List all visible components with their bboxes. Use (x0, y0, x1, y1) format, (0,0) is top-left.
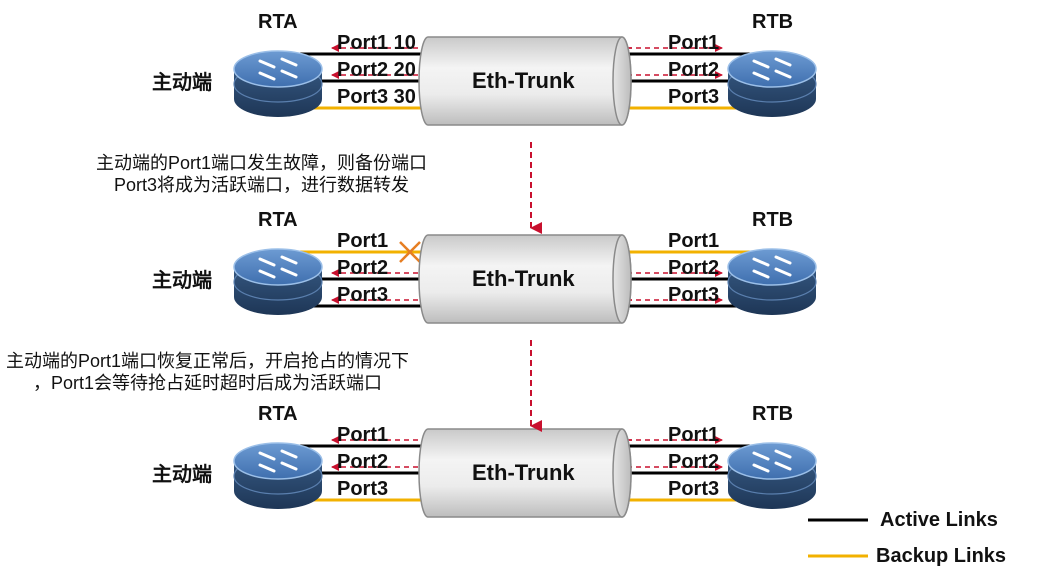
port-label-left: Port1 (337, 424, 389, 446)
port-label-left: Port2 20 (337, 59, 416, 81)
eth-trunk-cylinder (418, 36, 632, 126)
trunk-label: Eth-Trunk (472, 68, 575, 93)
router-rta (233, 248, 323, 315)
port-label-right: Port1 (668, 230, 720, 252)
port-label-right: Port3 (668, 284, 720, 306)
transition-note-2-line-1: 主动端的Port1端口恢复正常后，开启抢占的情况下 (6, 351, 410, 371)
router-rtb (727, 442, 817, 509)
port-label-left: Port3 (337, 284, 389, 306)
port-label-right: Port2 (668, 257, 720, 279)
transition-note-1-line-1: 主动端的Port1端口发生故障，则备份端口 (96, 153, 428, 173)
transition-note-1-line-2: Port3将成为活跃端口，进行数据转发 (114, 175, 410, 195)
active-end-label: 主动端 (152, 270, 212, 292)
fault-mark-icon (399, 241, 421, 263)
port-label-left: Port2 (337, 257, 389, 279)
port-label-right: Port2 (668, 59, 720, 81)
port-label-right: Port1 (668, 32, 720, 54)
port-label-right: Port1 (668, 424, 720, 446)
port-label-right: Port3 (668, 478, 720, 500)
router-label-rtb: RTB (752, 403, 794, 425)
port-label-left: Port3 30 (337, 86, 416, 108)
port-label-left: Port3 (337, 478, 389, 500)
legend-backup-label: Backup Links (876, 545, 1007, 567)
eth-trunk-cylinder (418, 234, 632, 324)
router-rta (233, 442, 323, 509)
eth-trunk-cylinder (418, 428, 632, 518)
router-rtb (727, 50, 817, 117)
transition-note-2: 主动端的Port1端口恢复正常后，开启抢占的情况下，Port1会等待抢占延时超时… (6, 350, 409, 394)
port-label-left: Port1 (337, 230, 389, 252)
active-end-label: 主动端 (152, 464, 212, 486)
router-label-rta: RTA (258, 11, 298, 33)
active-end-label: 主动端 (152, 72, 212, 94)
trunk-label: Eth-Trunk (472, 266, 575, 291)
port-label-right: Port3 (668, 86, 720, 108)
legend-active-label: Active Links (880, 509, 998, 531)
router-label-rtb: RTB (752, 11, 794, 33)
router-rtb (727, 248, 817, 315)
transition-note-2-line-2: ，Port1会等待抢占延时超时后成为活跃端口 (33, 373, 383, 393)
router-label-rta: RTA (258, 209, 298, 231)
router-rta (233, 50, 323, 117)
port-label-left: Port1 10 (337, 32, 416, 54)
router-label-rtb: RTB (752, 209, 794, 231)
port-label-right: Port2 (668, 451, 720, 473)
port-label-left: Port2 (337, 451, 389, 473)
router-label-rta: RTA (258, 403, 298, 425)
trunk-label: Eth-Trunk (472, 460, 575, 485)
